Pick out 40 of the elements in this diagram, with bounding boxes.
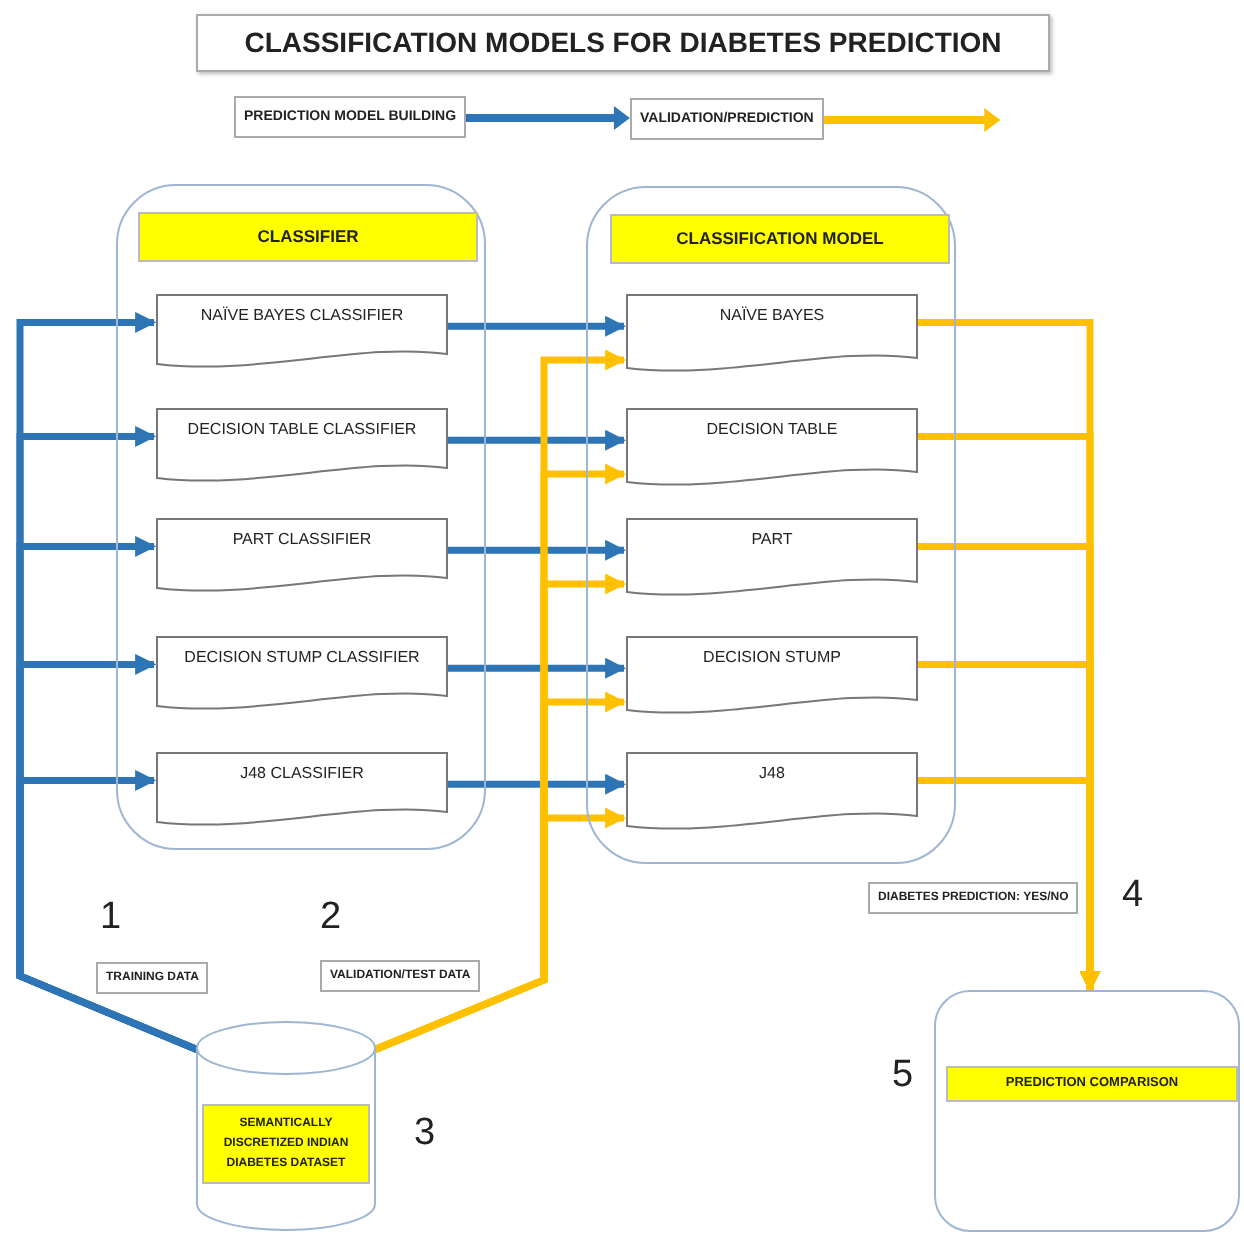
connector-arrow [16,769,200,1054]
connector-arrow [446,315,627,337]
step-number: 1 [100,896,122,940]
node-label: J48 [757,764,787,782]
connector-arrow [446,429,627,451]
node-label: J48 CLASSIFIER [238,764,366,782]
group-panel [586,186,956,864]
document-shape [626,752,918,832]
node-label: DECISION STUMP [701,648,843,666]
connector-arrow [446,657,627,679]
document-shape [626,408,918,488]
document-shape [156,636,448,712]
step-number: 2 [320,896,342,940]
step-number: 5 [892,1054,914,1098]
connector-arrow [372,807,627,1054]
connector-arrow [446,773,627,795]
group-panel [116,184,486,850]
database-cylinder [196,1020,376,1232]
step-number: 4 [1122,874,1144,918]
document-shape [156,294,448,370]
node-label: DECISION TABLE CLASSIFIER [185,420,419,438]
node-label: NAÏVE BAYES [717,306,827,324]
node-label: DECISION TABLE [704,420,840,438]
connector-arrow [446,539,627,561]
diagram-title: CLASSIFICATION MODELS FOR DIABETES PREDICTION [196,14,1050,72]
panel-heading: CLASSIFICATION MODEL [610,214,950,264]
panel-heading: CLASSIFIER [138,212,478,262]
node-label: DECISION STUMP CLASSIFIER [182,648,422,666]
node-label: PART [749,530,795,548]
comparison-box [934,990,1240,1232]
document-shape [626,294,918,374]
connector-arrow [916,776,1101,993]
document-shape [156,752,448,828]
document-shape [626,636,918,716]
document-shape [156,408,448,484]
step-number: 3 [414,1112,436,1156]
node-label: NAÏVE BAYES CLASSIFIER [198,306,406,324]
document-shape [626,518,918,598]
document-shape [156,518,448,594]
node-label: PART CLASSIFIER [230,530,374,548]
